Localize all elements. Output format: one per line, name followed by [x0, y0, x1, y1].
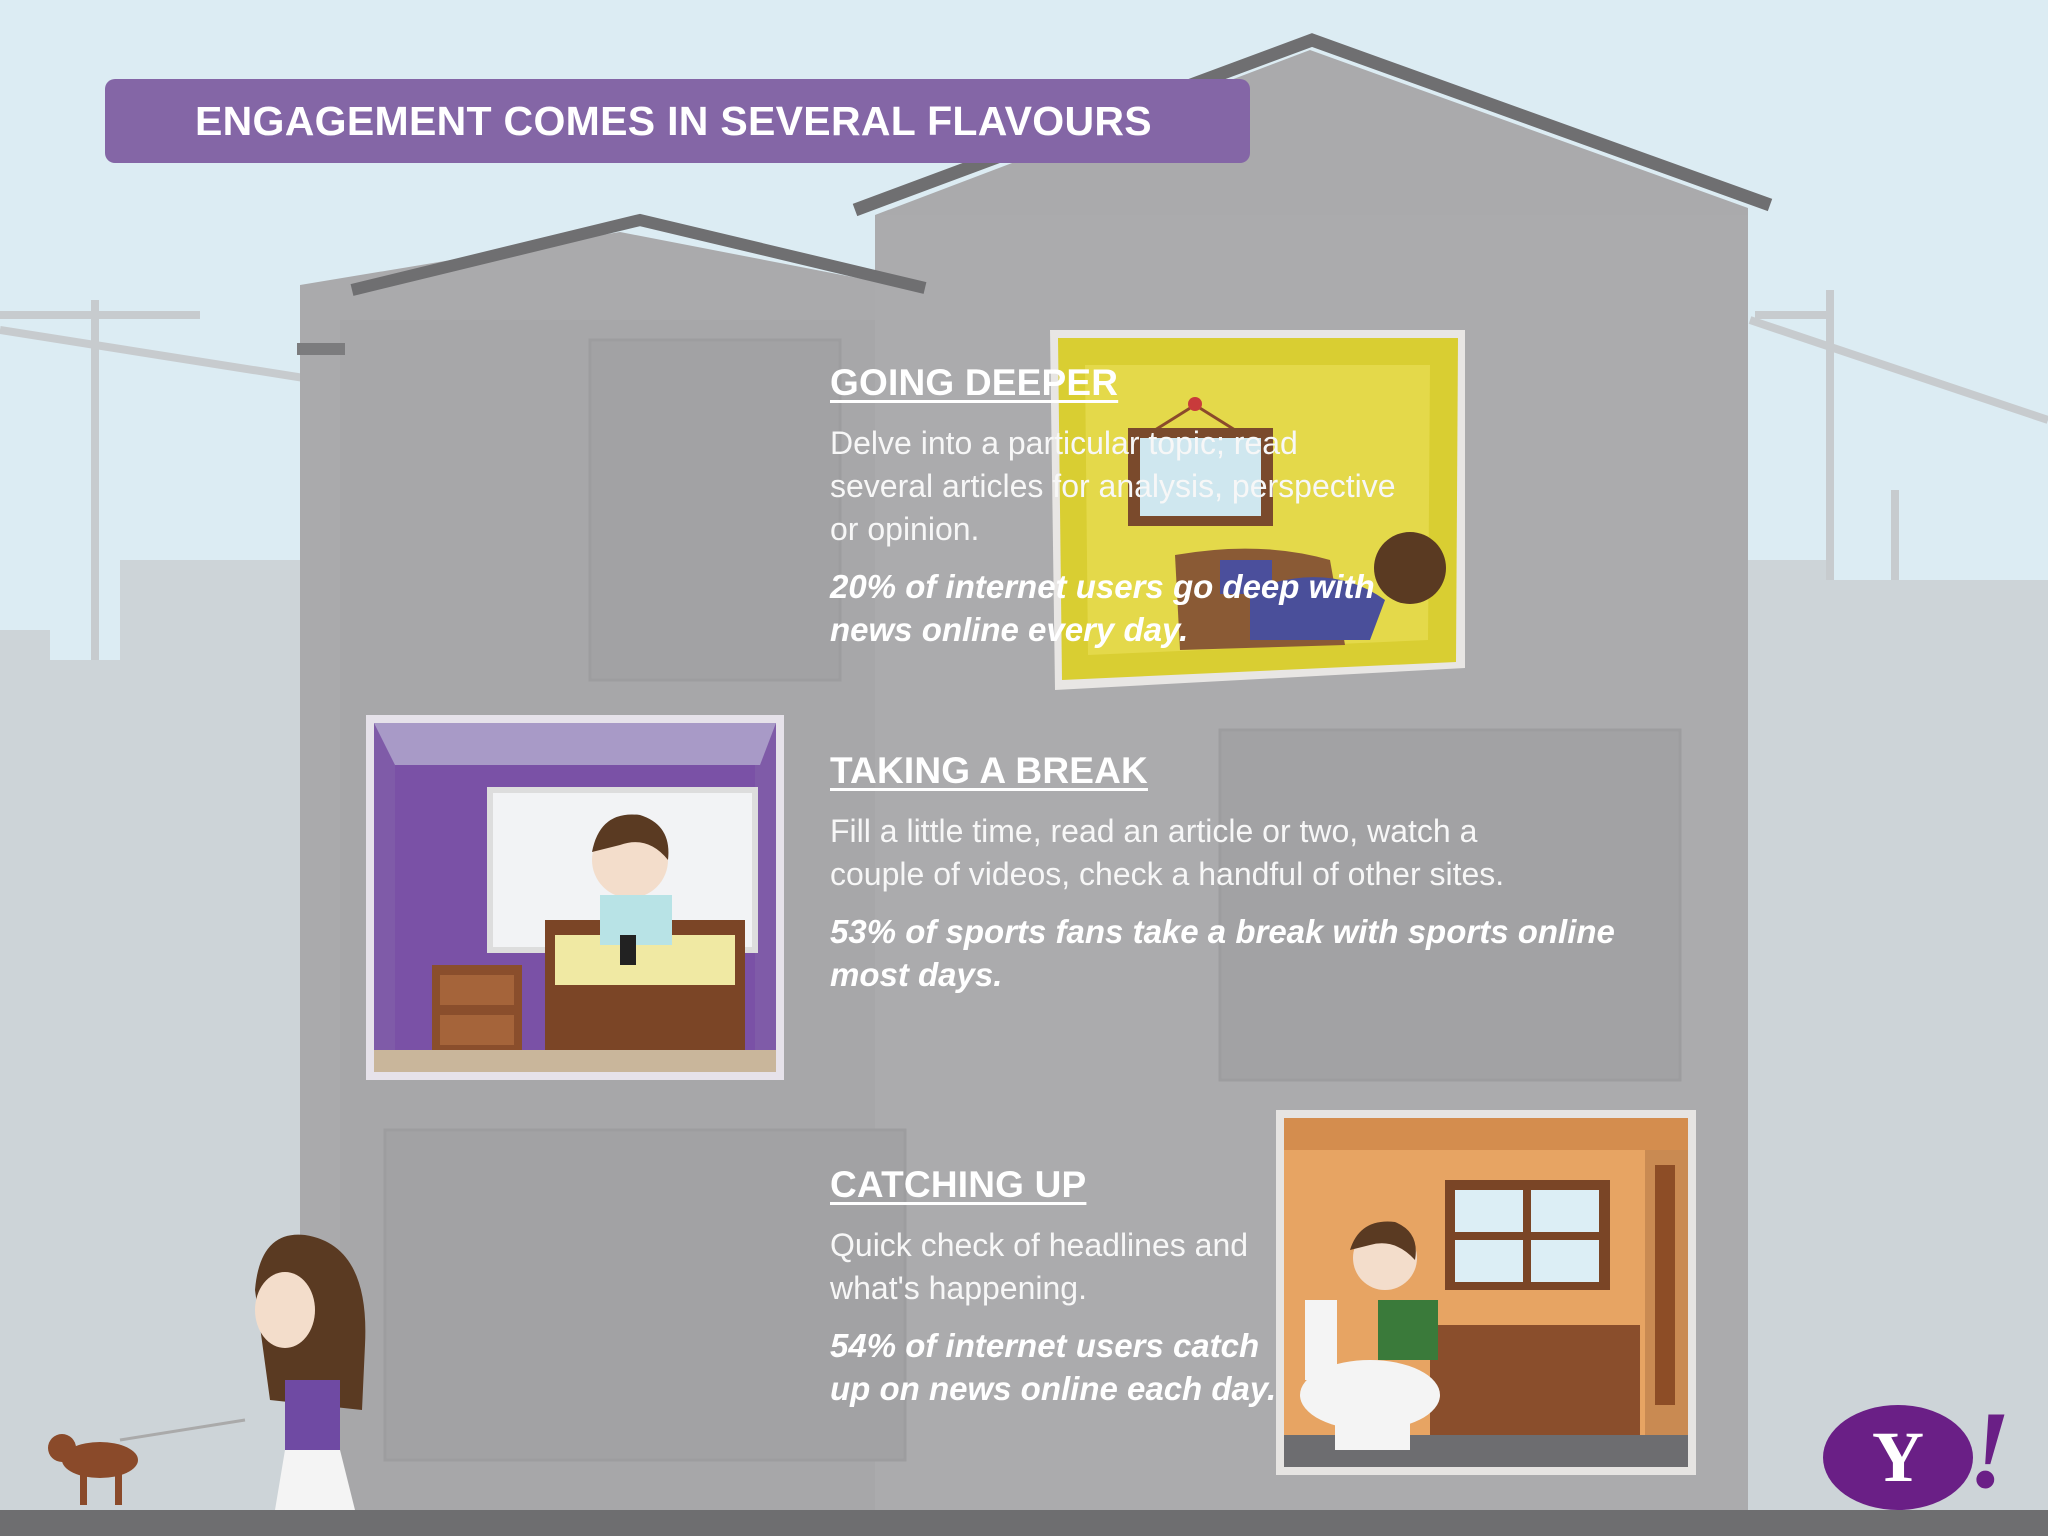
section-catching-up: CATCHING UP Quick check of headlines and…: [830, 1164, 1276, 1410]
faded-windows: [383, 338, 1682, 1462]
street: [0, 1510, 2048, 1536]
window-going-deeper: [1050, 330, 1465, 690]
title-banner: ENGAGEMENT COMES IN SEVERAL FLAVOURS: [105, 79, 1250, 163]
section-description: Delve into a particular topic; read seve…: [830, 425, 1396, 547]
background-skyline: [0, 560, 2048, 1536]
section-description: Fill a little time, read an article or t…: [830, 813, 1505, 892]
section-heading: GOING DEEPER: [830, 362, 1119, 403]
window-taking-a-break: [366, 715, 784, 1080]
yahoo-logo: Y !: [1818, 1395, 2033, 1515]
utility-pole-right: [1748, 290, 2048, 580]
section-statistic: 20% of internet users go deep with news …: [830, 568, 1375, 648]
section-heading: CATCHING UP: [830, 1164, 1087, 1205]
section-heading: TAKING A BREAK: [830, 750, 1148, 791]
logo-exclamation: !: [1968, 1389, 2011, 1511]
section-statistic: 53% of sports fans take a break with spo…: [830, 913, 1615, 993]
girl-with-dog: [48, 1234, 366, 1510]
section-taking-a-break: TAKING A BREAK Fill a little time, read …: [830, 750, 1615, 996]
logo-badge: Y: [1823, 1405, 1973, 1510]
window-catching-up: [1276, 1110, 1696, 1475]
section-going-deeper: GOING DEEPER Delve into a particular top…: [830, 362, 1396, 651]
page-title: ENGAGEMENT COMES IN SEVERAL FLAVOURS: [195, 97, 1152, 144]
section-description: Quick check of headlines and what's happ…: [830, 1227, 1249, 1306]
section-statistic: 54% of internet users catch up on news o…: [830, 1327, 1277, 1407]
